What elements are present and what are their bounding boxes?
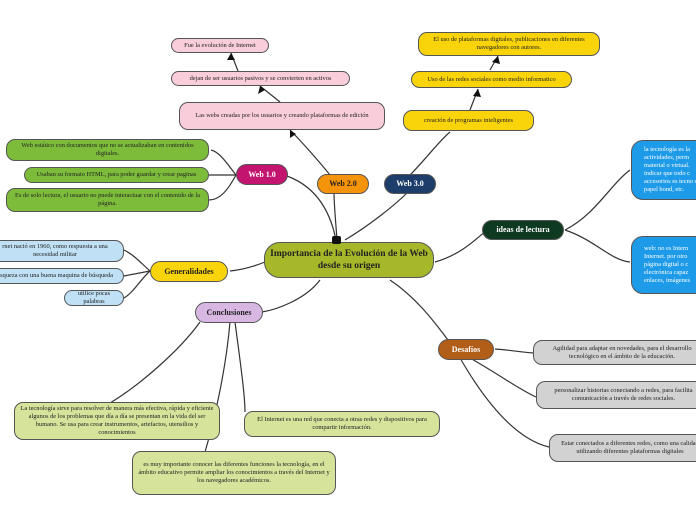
link-des-c [459, 357, 550, 448]
arrow-web2-b [258, 86, 265, 94]
generalidades-item-2[interactable]: úsqueza con una buena maquina de búsqued… [0, 268, 124, 284]
link-conc-a [109, 321, 201, 404]
arrow-web3-b [473, 89, 481, 97]
link-web2-c [289, 129, 331, 176]
generalidades-item-1[interactable]: rnet nació en 1960, como respuesta a una… [0, 240, 124, 262]
root-grip-marker [332, 236, 341, 244]
web1-item-2[interactable]: Usaban su formato HTML, para poder guard… [24, 167, 209, 183]
web1-item-3[interactable]: Es de solo lectura, el usuario no puede … [6, 188, 209, 212]
web3-item-3[interactable]: creación de programas inteligentes [403, 110, 534, 131]
arrow-web3-a [492, 56, 500, 64]
conclusiones-item-1[interactable]: La tecnología sirve para resolver de man… [14, 402, 220, 440]
conclusiones-item-3[interactable]: es muy importante conocer las diferentes… [132, 451, 336, 495]
link-gen-c [123, 270, 151, 299]
root-node[interactable]: Importancia de la Evolución de la Web de… [264, 242, 434, 278]
link-web3-c [409, 131, 451, 176]
link-gen-b [123, 270, 151, 277]
ideas-node[interactable]: ideas de lectura [482, 220, 564, 240]
web1-item-1[interactable]: Web estático con documentos que no se ac… [6, 139, 209, 161]
desafios-item-3[interactable]: Estar conectados a diferentes redes, com… [549, 434, 696, 462]
desafios-item-2[interactable]: personalizar historias conectando a rede… [536, 381, 696, 409]
ideas-item-2[interactable]: web: no es Intern Internet. por otro pág… [631, 236, 696, 294]
arrow-web2-a [227, 53, 235, 60]
link-root-ideas [434, 229, 488, 263]
link-root-web3 [344, 191, 409, 241]
link-conc-b [234, 321, 246, 413]
web2-item-3[interactable]: Las webs creadas por los usuarios y crea… [179, 102, 385, 130]
web3-item-1[interactable]: El uso de plataformas digitales, publica… [418, 32, 600, 56]
generalidades-item-3[interactable]: utilice pocas palabras [64, 290, 124, 306]
link-ideas-a [564, 169, 631, 231]
link-des-b [469, 357, 537, 398]
conclusiones-item-2[interactable]: El Internet es una red que conecta a otr… [244, 411, 440, 437]
web3-item-2[interactable]: Uso de las redes sociales como medio inf… [411, 71, 572, 88]
link-gen-a [123, 249, 151, 272]
link-root-web1 [283, 174, 337, 241]
link-web1-c [208, 174, 237, 201]
link-conc-c [204, 321, 231, 453]
link-root-generalidades [229, 261, 266, 272]
link-web2-b [259, 85, 281, 103]
web2-node[interactable]: Web 2.0 [317, 174, 369, 194]
link-web1-a [210, 149, 237, 176]
link-des-a [494, 348, 534, 354]
link-ideas-b [564, 229, 631, 263]
conclusiones-node[interactable]: Conclusiones [195, 302, 263, 323]
web1-node[interactable]: Web 1.0 [236, 164, 288, 185]
generalidades-node[interactable]: Generalidades [150, 261, 228, 282]
web2-item-2[interactable]: dejan de ser usuarios pasivos y se convi… [171, 71, 350, 86]
ideas-item-1[interactable]: la tecnología es la actividades, perm ma… [631, 140, 696, 200]
arrow-web2-c [290, 130, 296, 138]
link-root-conclusiones [261, 279, 321, 313]
web3-node[interactable]: Web 3.0 [384, 174, 436, 194]
link-root-desafios [389, 279, 449, 341]
web2-item-1[interactable]: Fue la evolución de Internet [171, 38, 269, 53]
desafios-item-1[interactable]: Agilidad para adaptar en novedades, para… [533, 340, 696, 365]
desafios-node[interactable]: Desafíos [438, 339, 494, 360]
